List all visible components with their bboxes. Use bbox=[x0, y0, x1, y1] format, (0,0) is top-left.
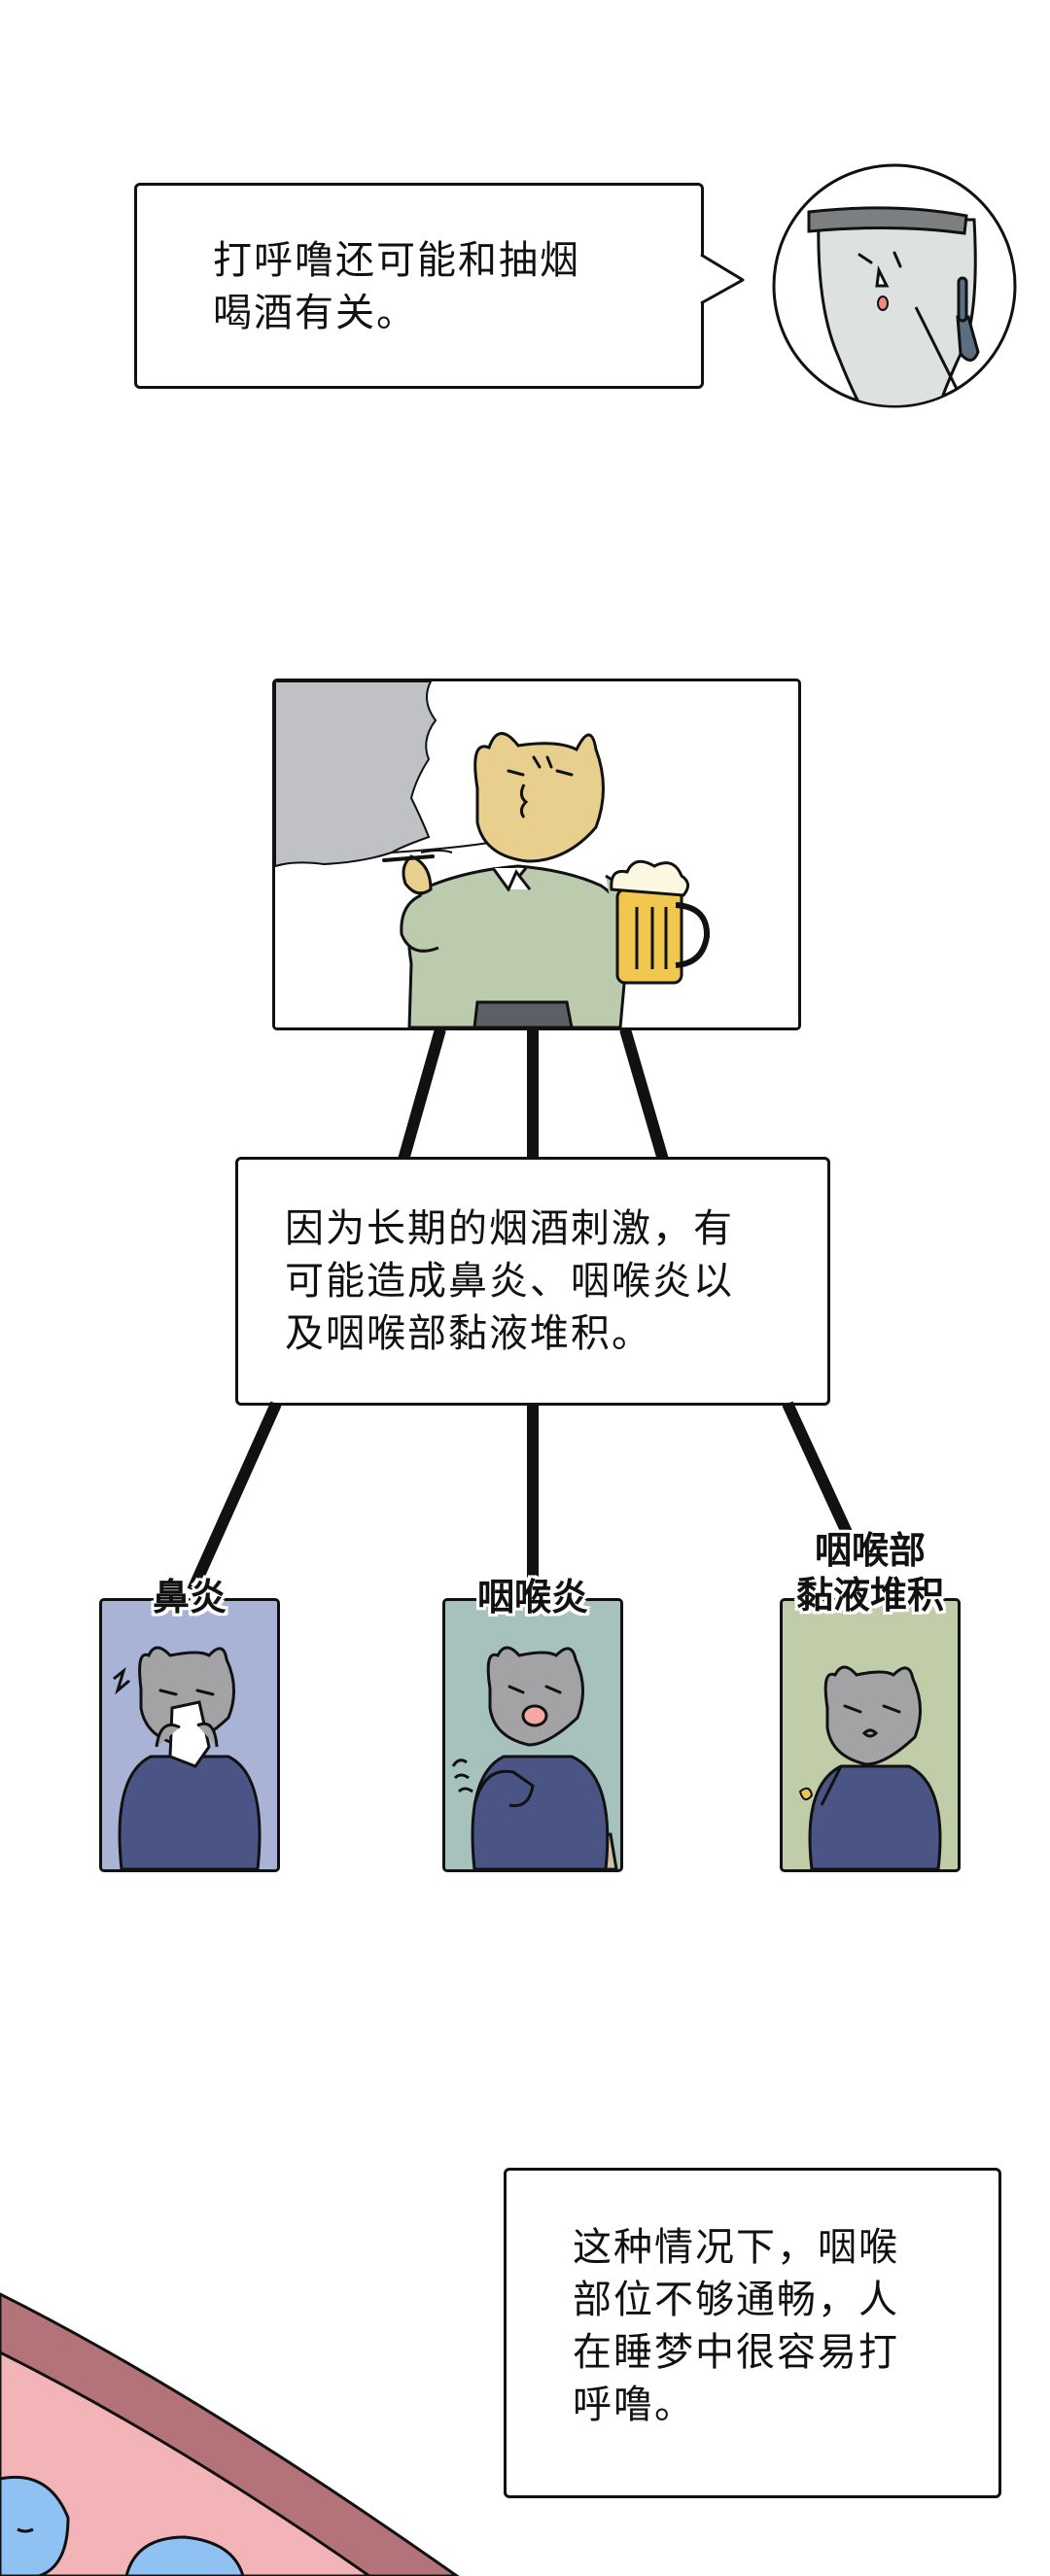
throat-mucus-panel bbox=[780, 1598, 961, 1872]
throat-mucus-label-line-2: 黏液堆积 bbox=[795, 1574, 944, 1617]
smoking-drinking-cat-panel bbox=[272, 679, 801, 1030]
top-bubble-tail bbox=[698, 253, 745, 305]
bottom-bubble-text: 这种情况下，咽喉 部位不够通畅，人 在睡梦中很容易打 呼噜。 bbox=[573, 2221, 899, 2431]
pharyngitis-label: 咽喉炎 bbox=[428, 1575, 638, 1619]
bottom-bubble-line-4: 呼噜。 bbox=[573, 2383, 695, 2427]
rhinitis-label: 鼻炎 bbox=[99, 1575, 280, 1619]
top-bubble-line-2: 喝酒有关。 bbox=[213, 291, 417, 335]
bottom-speech-bubble: 这种情况下，咽喉 部位不够通畅，人 在睡梦中很容易打 呼噜。 bbox=[504, 2168, 1001, 2498]
middle-bubble-text: 因为长期的烟酒刺激，有 可能造成鼻炎、咽喉炎以 及咽喉部黏液堆积。 bbox=[285, 1202, 734, 1360]
pharyngitis-label-line-1: 咽喉炎 bbox=[476, 1576, 588, 1619]
connector-lines-top bbox=[398, 1027, 669, 1162]
coughing-cat-illustration bbox=[451, 1646, 618, 1869]
doctor-avatar bbox=[772, 163, 1017, 408]
mucus-cat-illustration bbox=[798, 1665, 942, 1869]
bottom-bubble-line-3: 在睡梦中很容易打 bbox=[573, 2330, 899, 2375]
bottom-bubble-line-2: 部位不够通畅，人 bbox=[573, 2278, 899, 2322]
connector-lines-bottom bbox=[187, 1401, 861, 1593]
pharyngitis-panel bbox=[442, 1598, 623, 1872]
smoking-cat-illustration bbox=[275, 681, 711, 1027]
top-bubble-line-1: 打呼噜还可能和抽烟 bbox=[213, 238, 580, 283]
middle-bubble-line-3: 及咽喉部黏液堆积。 bbox=[285, 1311, 652, 1356]
rhinitis-panel bbox=[99, 1598, 280, 1872]
top-speech-bubble: 打呼噜还可能和抽烟 喝酒有关。 bbox=[134, 183, 704, 389]
bottom-bubble-line-1: 这种情况下，咽喉 bbox=[573, 2225, 899, 2270]
top-bubble-text: 打呼噜还可能和抽烟 喝酒有关。 bbox=[213, 234, 580, 339]
middle-bubble-line-1: 因为长期的烟酒刺激，有 bbox=[285, 1206, 734, 1251]
rhinitis-label-line-1: 鼻炎 bbox=[152, 1576, 227, 1619]
middle-bubble-line-2: 可能造成鼻炎、咽喉炎以 bbox=[285, 1259, 734, 1304]
throat-illustration bbox=[0, 2292, 460, 2576]
throat-mucus-label-line-1: 咽喉部 bbox=[814, 1529, 926, 1572]
middle-speech-bubble: 因为长期的烟酒刺激，有 可能造成鼻炎、咽喉炎以 及咽喉部黏液堆积。 bbox=[235, 1157, 830, 1406]
sneezing-cat-illustration bbox=[113, 1646, 262, 1869]
throat-mucus-label: 咽喉部 黏液堆积 bbox=[758, 1528, 982, 1618]
